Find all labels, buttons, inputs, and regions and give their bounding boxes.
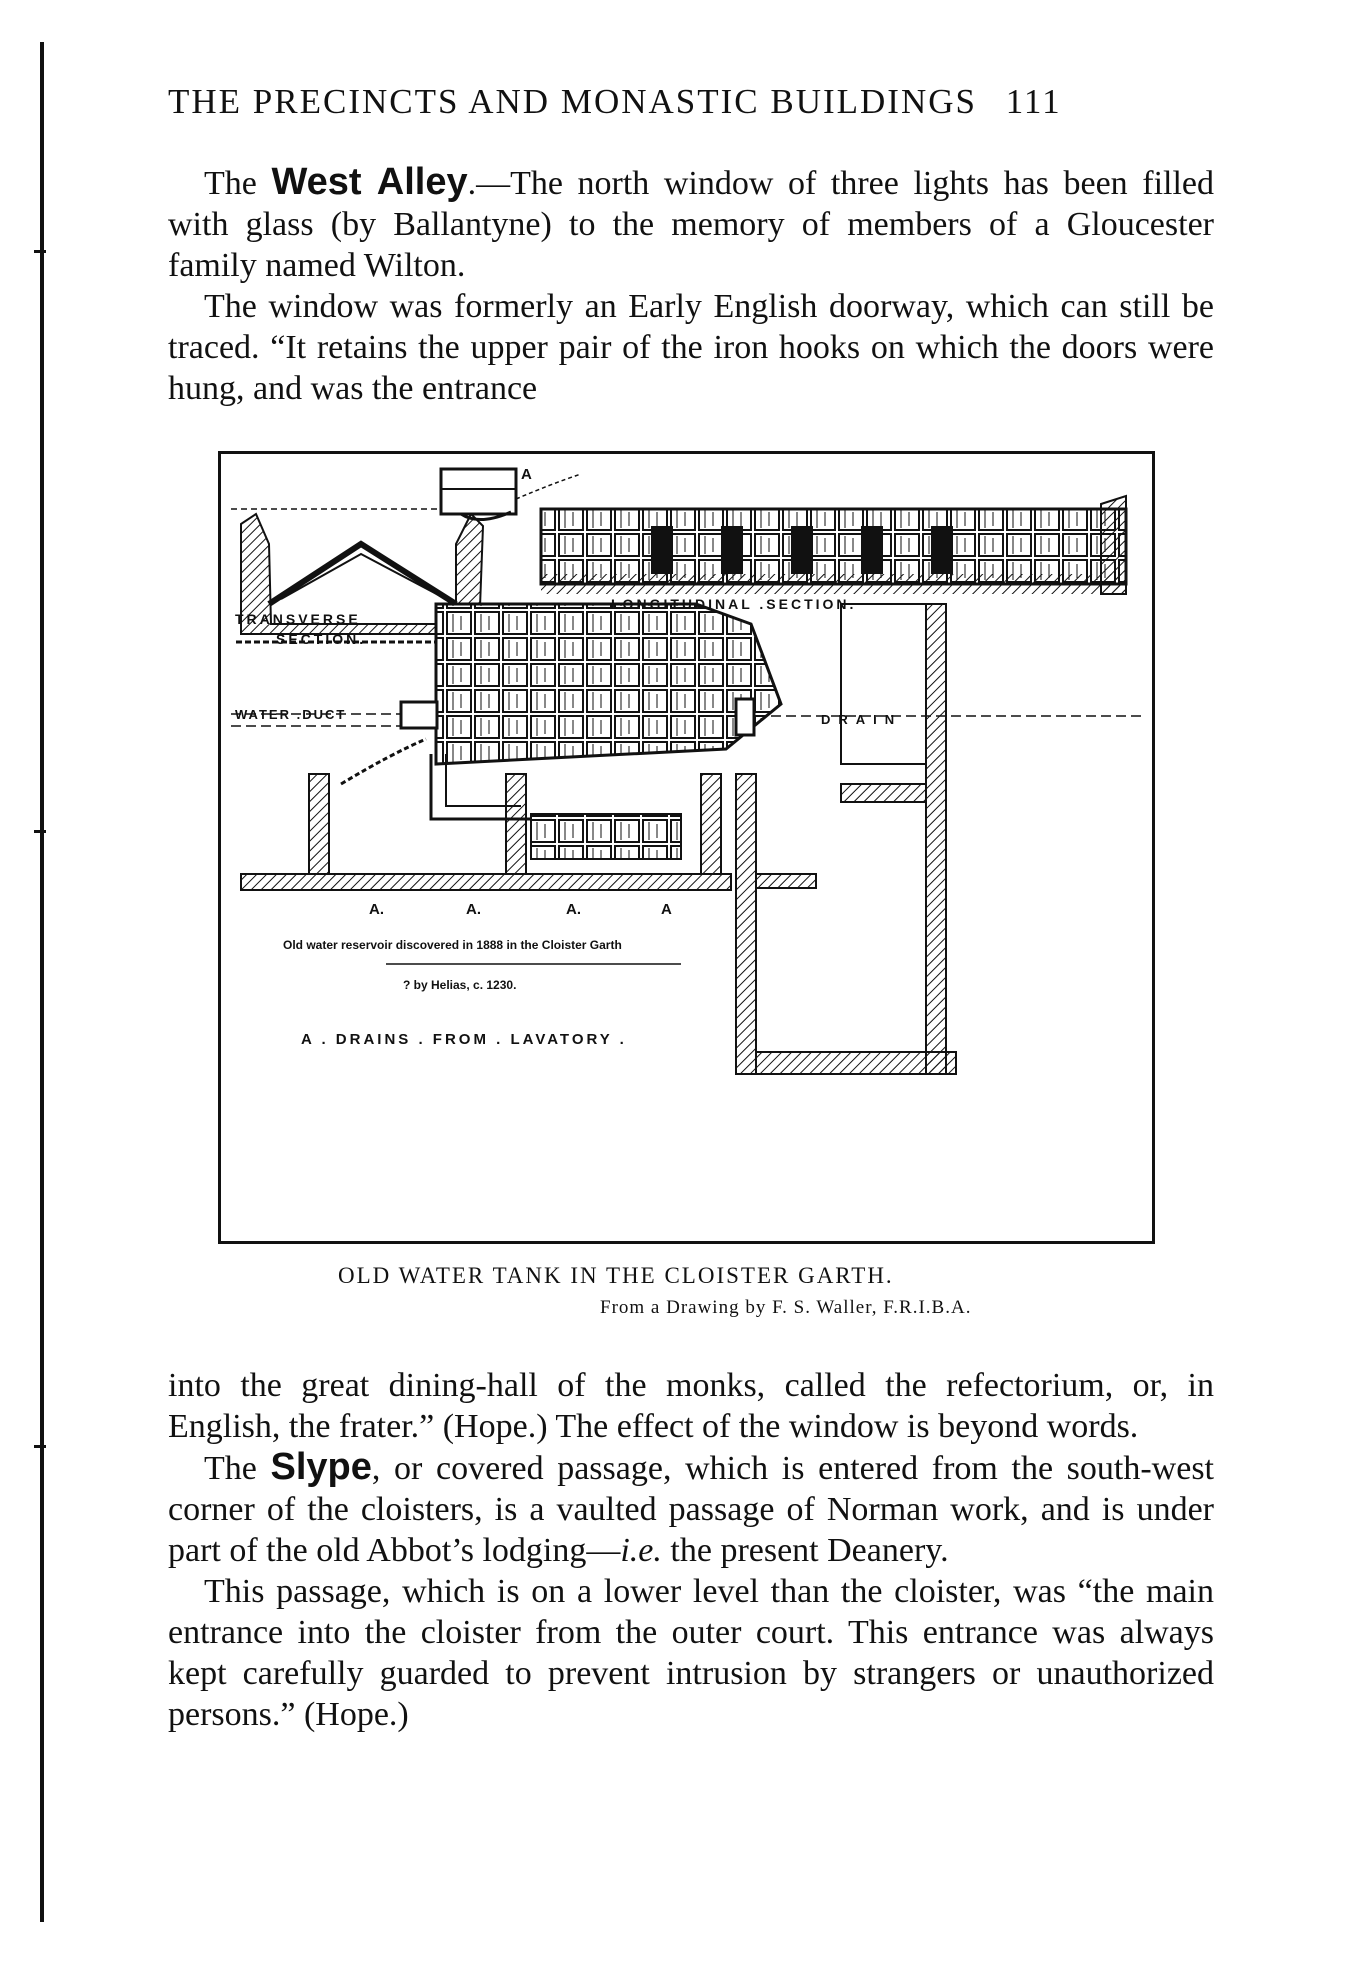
cloister-walls-plan: [240, 603, 957, 1075]
para-text: , or covered passage, which is entered f…: [168, 1450, 1214, 1569]
binding-mark: [34, 250, 46, 253]
paragraph-west-alley: The West Alley.—The north window of thre…: [168, 162, 1214, 286]
label-section: SECTION.: [276, 631, 366, 647]
para-text: .—The north window of three lights has b…: [168, 165, 1214, 284]
label-a-top: A: [521, 466, 532, 483]
page-binding-line: [40, 42, 44, 1922]
text-block-top: The West Alley.—The north window of thre…: [168, 162, 1214, 409]
figure-attribution: ? by Helias, c. 1230.: [403, 978, 516, 992]
label-a-1: A.: [369, 901, 384, 918]
duct-head: [439, 467, 582, 521]
label-a-2: A.: [466, 901, 481, 918]
running-header: THE PRECINCTS AND MONASTIC BUILDINGS 111: [168, 82, 1208, 122]
paragraph-refectorium: into the great dining-hall of the monks,…: [168, 1367, 1214, 1445]
label-water-duct: WATER .DUCT: [235, 707, 346, 722]
longitudinal-section: [539, 494, 1128, 595]
para-lead: The: [204, 1450, 271, 1487]
paragraph-passage: This passage, which is on a lower level …: [168, 1573, 1214, 1733]
italic-ie: i.e.: [620, 1532, 662, 1569]
figure-credit: From a Drawing by F. S. Waller, F.R.I.B.…: [600, 1297, 972, 1318]
running-title: THE PRECINCTS AND MONASTIC BUILDINGS: [168, 82, 977, 121]
para-text-end: the present Deanery.: [661, 1532, 949, 1569]
label-longitudinal-section: LONGITUDINAL .SECTION.: [611, 596, 856, 612]
binding-mark: [34, 1445, 46, 1448]
water-tank-plan-drawing: TRANSVERSE SECTION. LONGITUDINAL .SECTIO…: [231, 466, 1146, 1075]
figure-legend: A . DRAINS . FROM . LAVATORY .: [301, 1031, 627, 1048]
figure-inscription: Old water reservoir discovered in 1888 i…: [283, 938, 622, 952]
binding-mark: [34, 830, 46, 833]
reservoir-plan: [231, 602, 1146, 786]
label-drain: DRAIN: [821, 712, 902, 727]
paragraph-window: The window was formerly an Early English…: [168, 288, 1214, 407]
para-lead: The: [204, 165, 272, 202]
page-number: 111: [1005, 82, 1062, 121]
section-heading-slype: Slype: [270, 1446, 372, 1488]
text-block-bottom: into the great dining-hall of the monks,…: [168, 1365, 1214, 1735]
label-a-3: A.: [566, 901, 581, 918]
figure-caption: OLD WATER TANK IN THE CLOISTER GARTH.: [338, 1263, 894, 1288]
figure-water-tank-drawing: TRANSVERSE SECTION. LONGITUDINAL .SECTIO…: [218, 451, 1155, 1244]
label-transverse-section: TRANSVERSE: [235, 611, 361, 627]
section-heading-west-alley: West Alley: [271, 161, 468, 203]
paragraph-slype: The Slype, or covered passage, which is …: [168, 1447, 1214, 1571]
label-a-4: A: [661, 901, 672, 918]
